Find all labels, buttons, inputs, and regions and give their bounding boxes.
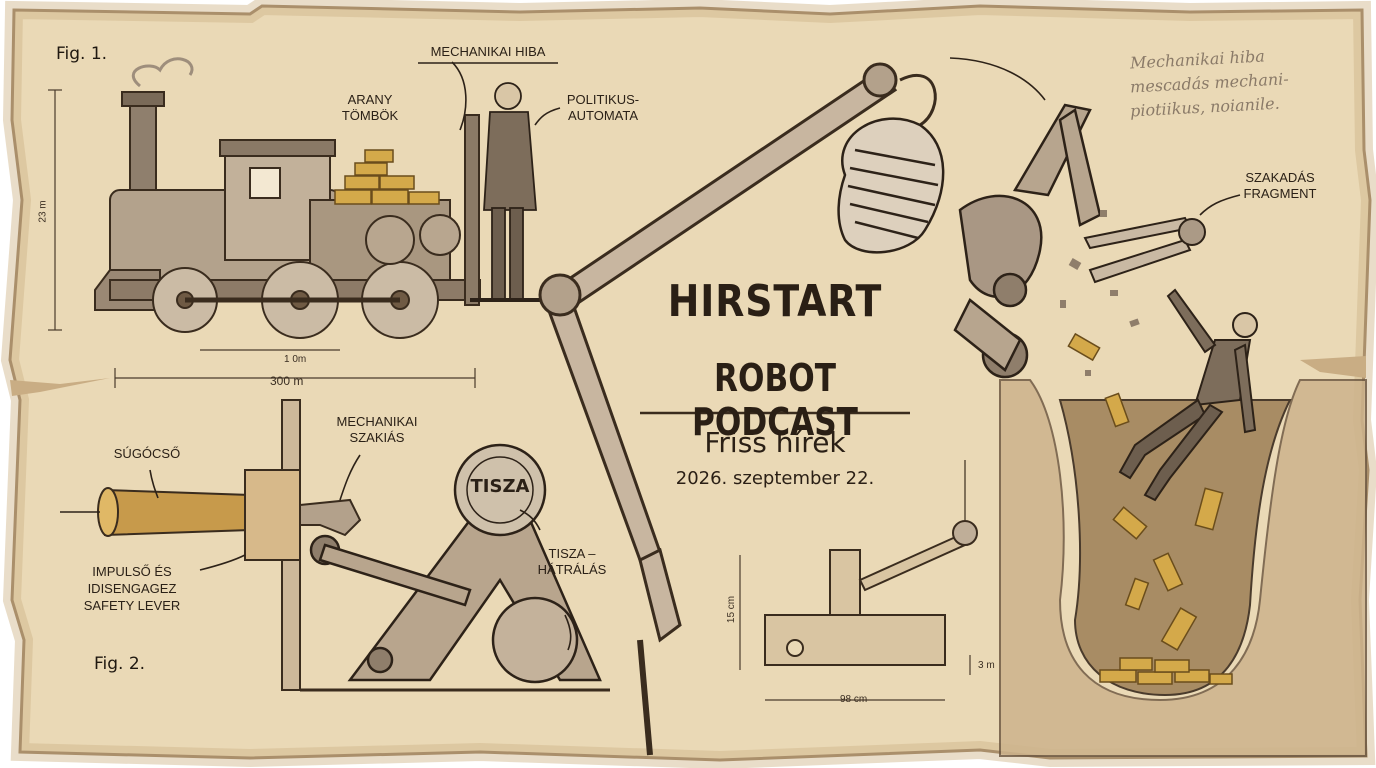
microphone: [837, 117, 945, 254]
label-politikus-line1: POLITIKUS-: [566, 92, 640, 107]
podcast-subtitle-title: ROBOT PODCAST: [692, 356, 858, 444]
tisza-machine: [309, 443, 602, 684]
label-tisza-line2: HÁTRÁLÁS: [537, 562, 607, 577]
label-mech-szakias-line1: MECHANIKAI: [336, 414, 418, 429]
dim-train-length: 300 m: [270, 374, 304, 388]
locomotive: [94, 91, 481, 339]
politician-automaton: [470, 82, 540, 302]
fig2-label: Fig. 2.: [94, 654, 146, 674]
dim-train-inner: 1 0m: [284, 354, 307, 365]
dim-part-height: 15 cm: [726, 595, 738, 624]
label-arany-line1: ARANY: [347, 92, 393, 107]
tear-left: [10, 378, 110, 396]
debris: [1060, 210, 1140, 376]
broken-chain: [1083, 216, 1206, 284]
dim-train-height: 23 m: [37, 200, 49, 223]
pit: [999, 379, 1367, 757]
blueprint-part: [764, 460, 978, 666]
label-arany-line2: TÖMBÖK: [341, 108, 399, 123]
label-mechanikai-hiba: MECHANIKAI HIBA: [430, 44, 546, 59]
falling-gold-bars: [1067, 332, 1233, 685]
label-politikus-line2: AUTOMATA: [567, 108, 639, 123]
falling-man: [1118, 288, 1258, 502]
label-impulso-line3: SAFETY LEVER: [83, 598, 181, 613]
annotation-arrows: [60, 57, 1241, 651]
smoke: [131, 57, 194, 88]
dimension-lines-fig2: [739, 555, 971, 701]
label-tisza-line1: TISZA –: [548, 546, 596, 561]
sugocso-tube: [97, 469, 362, 561]
pit-hole: [1058, 399, 1292, 697]
gold-bars-train: [334, 149, 440, 205]
dim-part-length: 98 cm: [840, 694, 868, 705]
mechanical-claw: [953, 103, 1102, 379]
podcast-title: HIRSTART: [667, 276, 883, 327]
dim-part-small: 3 m: [978, 660, 995, 671]
tisza-badge-text: TISZA: [470, 476, 530, 497]
tear-right: [1300, 356, 1366, 378]
label-szakadas-line1: SZAKADÁS: [1245, 170, 1315, 185]
tagline: Friss hírek: [704, 426, 846, 459]
episode-date: 2026. szeptember 22.: [675, 468, 875, 489]
microphone-arm: [538, 62, 937, 756]
label-impulso-line1: IMPULSŐ ÉS: [92, 564, 172, 579]
label-impulso-line2: IDISENGAGEZ: [87, 581, 177, 596]
label-sugocso: SÚGÓCSŐ: [113, 446, 181, 461]
label-szakadas-line2: FRAGMENT: [1243, 186, 1317, 201]
dimension-lines-fig1: [48, 89, 476, 388]
label-mech-szakias-line2: SZAKIÁS: [349, 430, 405, 445]
fig1-label: Fig. 1.: [56, 44, 108, 64]
